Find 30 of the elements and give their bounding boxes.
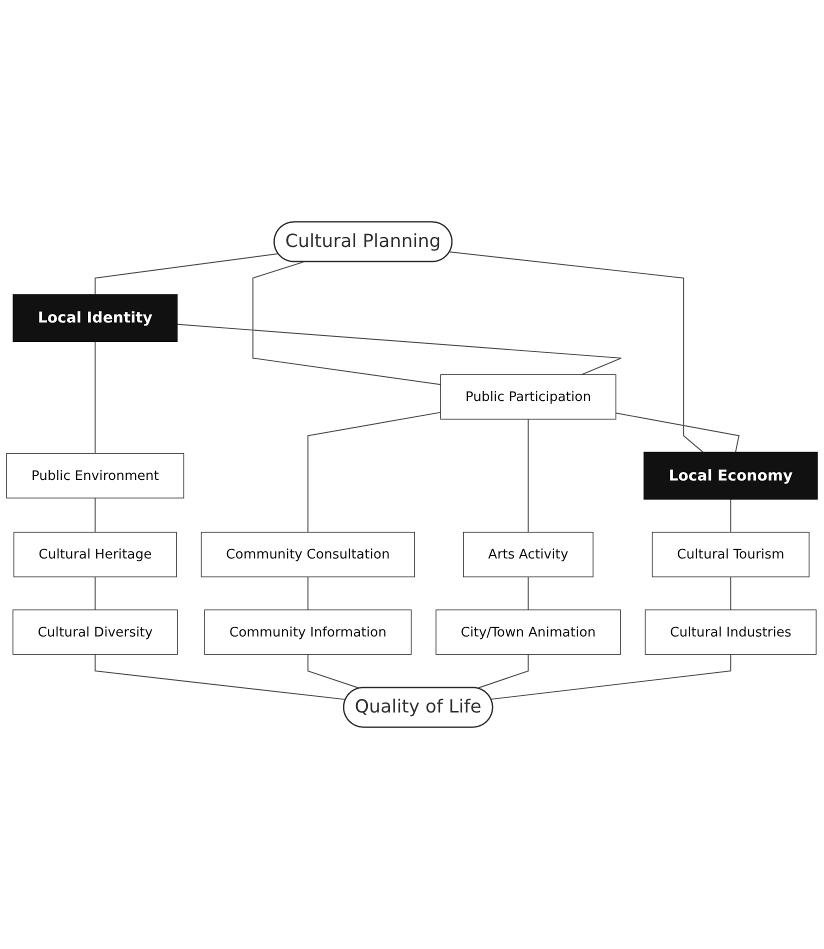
connector bbox=[730, 499, 732, 532]
connector bbox=[477, 654, 529, 689]
connector bbox=[528, 419, 529, 532]
connector bbox=[450, 251, 704, 453]
node-box: Cultural Industries bbox=[644, 609, 817, 655]
node-box: Public Environment bbox=[6, 453, 184, 498]
node-box: Local Identity bbox=[12, 294, 178, 342]
connector bbox=[307, 576, 308, 610]
connector bbox=[94, 576, 96, 610]
node-box: Cultural Tourism bbox=[652, 532, 810, 578]
node-box: Cultural Diversity bbox=[12, 609, 178, 655]
connector bbox=[94, 654, 346, 700]
node-box: Arts Activity bbox=[463, 532, 594, 578]
connector bbox=[94, 498, 96, 532]
node-box: Community Consultation bbox=[200, 532, 415, 578]
connector bbox=[307, 654, 360, 689]
connector bbox=[528, 576, 529, 610]
node-box: Public Participation bbox=[440, 374, 616, 420]
connector bbox=[730, 576, 732, 610]
node-box: Local Economy bbox=[644, 452, 818, 500]
connector bbox=[252, 261, 441, 386]
connector bbox=[94, 253, 278, 295]
connector bbox=[177, 324, 622, 376]
connector bbox=[616, 412, 740, 452]
connector bbox=[307, 412, 441, 532]
node-box: Community Information bbox=[204, 609, 412, 655]
node-box: Cultural Heritage bbox=[13, 532, 177, 578]
node-box: City/Town Animation bbox=[436, 609, 621, 655]
connector bbox=[94, 342, 96, 454]
connector bbox=[491, 654, 732, 700]
